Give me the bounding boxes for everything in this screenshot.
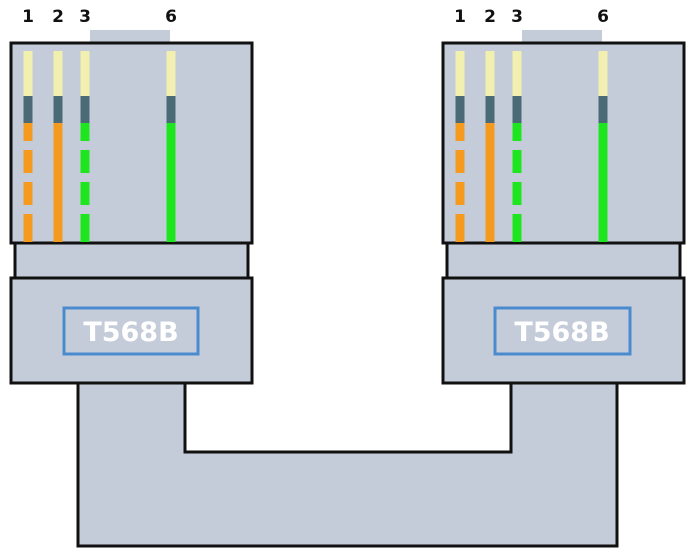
- right-pin-1: [455, 51, 465, 242]
- left-plug-head: [9, 41, 254, 245]
- left-pin-number-label: 2: [52, 7, 64, 27]
- pin-contact-band: [23, 96, 33, 123]
- pin-contact-band: [512, 96, 522, 123]
- pin-contact-tip: [80, 51, 90, 96]
- left-pin-6: [166, 51, 176, 242]
- wire-solid: [53, 123, 63, 242]
- wire-stripe-segment: [455, 214, 465, 242]
- wire-stripe-segment: [512, 150, 522, 173]
- left-pin-number-label: 1: [22, 7, 34, 27]
- right-pins: [455, 51, 608, 242]
- right-pin-number-label: 3: [511, 7, 523, 27]
- right-pin-2: [485, 51, 495, 242]
- right-plug-head: [441, 41, 686, 245]
- wire-stripe-segment: [512, 182, 522, 205]
- left-pin-2: [53, 51, 63, 242]
- pin-contact-tip: [485, 51, 495, 96]
- pin-contact-band: [598, 96, 608, 123]
- pin-contact-tip: [53, 51, 63, 96]
- wire-stripe-segment: [80, 182, 90, 205]
- left-standard-label-box: [62, 306, 200, 356]
- right-plug-latch: [522, 30, 602, 43]
- right-pin-6: [598, 51, 608, 242]
- pin-contact-band: [53, 96, 63, 123]
- wire-stripe-segment: [23, 150, 33, 173]
- right-plug-neck: [445, 241, 682, 280]
- left-plug-latch: [90, 30, 170, 43]
- pin-contact-tip: [23, 51, 33, 96]
- left-pins: [23, 51, 176, 242]
- wire-solid: [598, 123, 608, 242]
- wire-stripe-segment: [80, 214, 90, 242]
- left-pin-number-label: 3: [79, 7, 91, 27]
- left-pin-1: [23, 51, 33, 242]
- left-plug-boot: [9, 276, 254, 385]
- right-pin-number-label: 6: [597, 7, 609, 27]
- wire-stripe-segment: [23, 214, 33, 242]
- wire-solid: [485, 123, 495, 242]
- wire-stripe-segment: [80, 150, 90, 173]
- cable: [76, 381, 619, 548]
- wire-stripe-segment: [23, 123, 33, 141]
- left-pin-3: [80, 51, 90, 242]
- wire-stripe-segment: [23, 182, 33, 205]
- right-pin-3: [512, 51, 522, 242]
- pin-contact-tip: [455, 51, 465, 96]
- pin-contact-tip: [512, 51, 522, 96]
- pin-contact-tip: [166, 51, 176, 96]
- left-standard-label: T568B: [83, 317, 178, 348]
- right-plug-boot: [441, 276, 686, 385]
- right-standard-label: T568B: [514, 317, 609, 348]
- wire-solid: [166, 123, 176, 242]
- wire-stripe-segment: [512, 123, 522, 141]
- right-standard-label-box: [493, 306, 632, 356]
- pin-contact-band: [80, 96, 90, 123]
- wire-stripe-segment: [455, 182, 465, 205]
- pin-contact-band: [166, 96, 176, 123]
- pin-contact-tip: [598, 51, 608, 96]
- right-pin-number-label: 1: [454, 7, 466, 27]
- wire-stripe-segment: [455, 123, 465, 141]
- wire-stripe-segment: [80, 123, 90, 141]
- right-pin-number-label: 2: [484, 7, 496, 27]
- left-plug-neck: [13, 241, 250, 280]
- wire-stripe-segment: [455, 150, 465, 173]
- wire-stripe-segment: [512, 214, 522, 242]
- pin-contact-band: [455, 96, 465, 123]
- left-pin-number-label: 6: [165, 7, 177, 27]
- pin-contact-band: [485, 96, 495, 123]
